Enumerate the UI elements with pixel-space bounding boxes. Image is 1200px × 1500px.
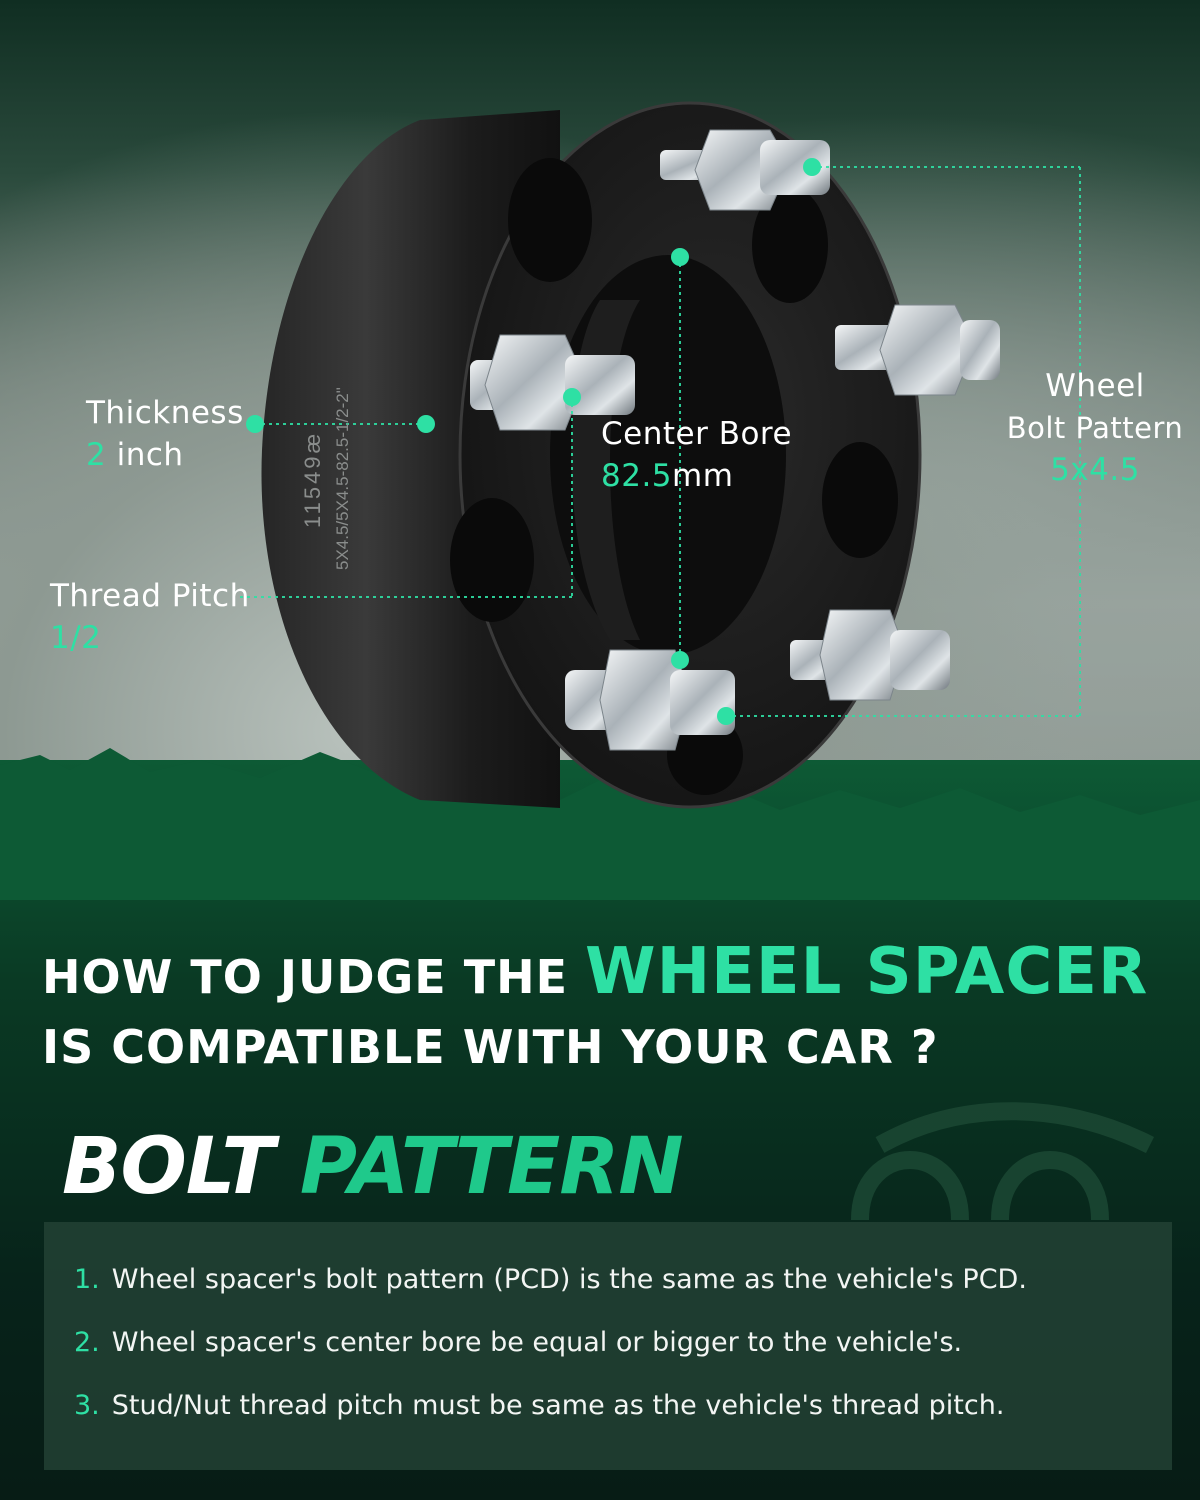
spacer-spec-engraving: 5X4.5/5X4.5-82.5-1/2-2" <box>333 387 352 570</box>
thickness-value-unit: inch <box>106 437 184 473</box>
step-number: 3. <box>74 1390 100 1421</box>
step-text: Stud/Nut thread pitch must be same as th… <box>111 1390 1005 1421</box>
step-text: Wheel spacer's bolt pattern (PCD) is the… <box>111 1264 1027 1295</box>
step-item: 2. Wheel spacer's center bore be equal or… <box>74 1327 962 1358</box>
thickness-callout: Thickness 2 inch <box>86 392 244 476</box>
section-title: BOLT PATTERN <box>62 1122 684 1212</box>
thread-pitch-label: Thread Pitch <box>50 578 250 614</box>
headline-line2: IS COMPATIBLE WITH YOUR CAR ? <box>42 1020 939 1074</box>
lug-stud-left <box>470 334 635 431</box>
thickness-label: Thickness <box>86 395 244 431</box>
steps-panel <box>44 1222 1172 1470</box>
thread-pitch-value: 1/2 <box>50 620 102 656</box>
thickness-value-number: 2 <box>86 437 107 473</box>
section-title-word1: BOLT <box>62 1122 300 1212</box>
headline-line1: HOW TO JUDGE THE WHEEL SPACER <box>42 935 1148 1009</box>
paint-splash <box>0 748 1200 900</box>
thread-pitch-callout: Thread Pitch 1/2 <box>50 575 250 659</box>
center-bore-callout: Center Bore 82.5mm <box>601 413 792 497</box>
step-number: 1. <box>74 1264 100 1295</box>
lug-stud-right <box>835 304 1000 396</box>
lug-stud-top <box>660 129 830 211</box>
center-bore-value-unit: mm <box>672 458 734 494</box>
step-text: Wheel spacer's center bore be equal or b… <box>111 1327 963 1358</box>
callout-lines <box>240 166 1081 717</box>
step-item: 1. Wheel spacer's bolt pattern (PCD) is t… <box>74 1264 1027 1295</box>
brand-watermark <box>851 1102 1155 1221</box>
callout-dots <box>246 158 821 725</box>
step-number: 2. <box>74 1327 100 1358</box>
bolt-pattern-value: 5x4.5 <box>1050 452 1140 488</box>
lug-stud-bottom <box>565 649 735 751</box>
headline-highlight: WHEEL SPACER <box>585 935 1149 1009</box>
center-bore-value: 82.5mm <box>601 455 792 497</box>
spacer-serial-engraving: 11549æ <box>300 430 325 528</box>
section-title-word2: PATTERN <box>299 1122 684 1212</box>
headline-part1: HOW TO JUDGE THE <box>42 950 586 1004</box>
bolt-pattern-label-line2: Bolt Pattern <box>1006 411 1184 445</box>
center-bore-label: Center Bore <box>601 416 793 452</box>
center-bore-value-number: 82.5 <box>601 458 673 494</box>
step-item: 3. Stud/Nut thread pitch must be same as … <box>74 1390 1004 1421</box>
thickness-value: 2 inch <box>86 434 244 476</box>
bolt-pattern-label-line1: Wheel <box>1045 368 1145 404</box>
lug-stud-lower-right <box>790 609 950 701</box>
bolt-pattern-callout: Wheel Bolt Pattern 5x4.5 <box>1005 365 1185 491</box>
